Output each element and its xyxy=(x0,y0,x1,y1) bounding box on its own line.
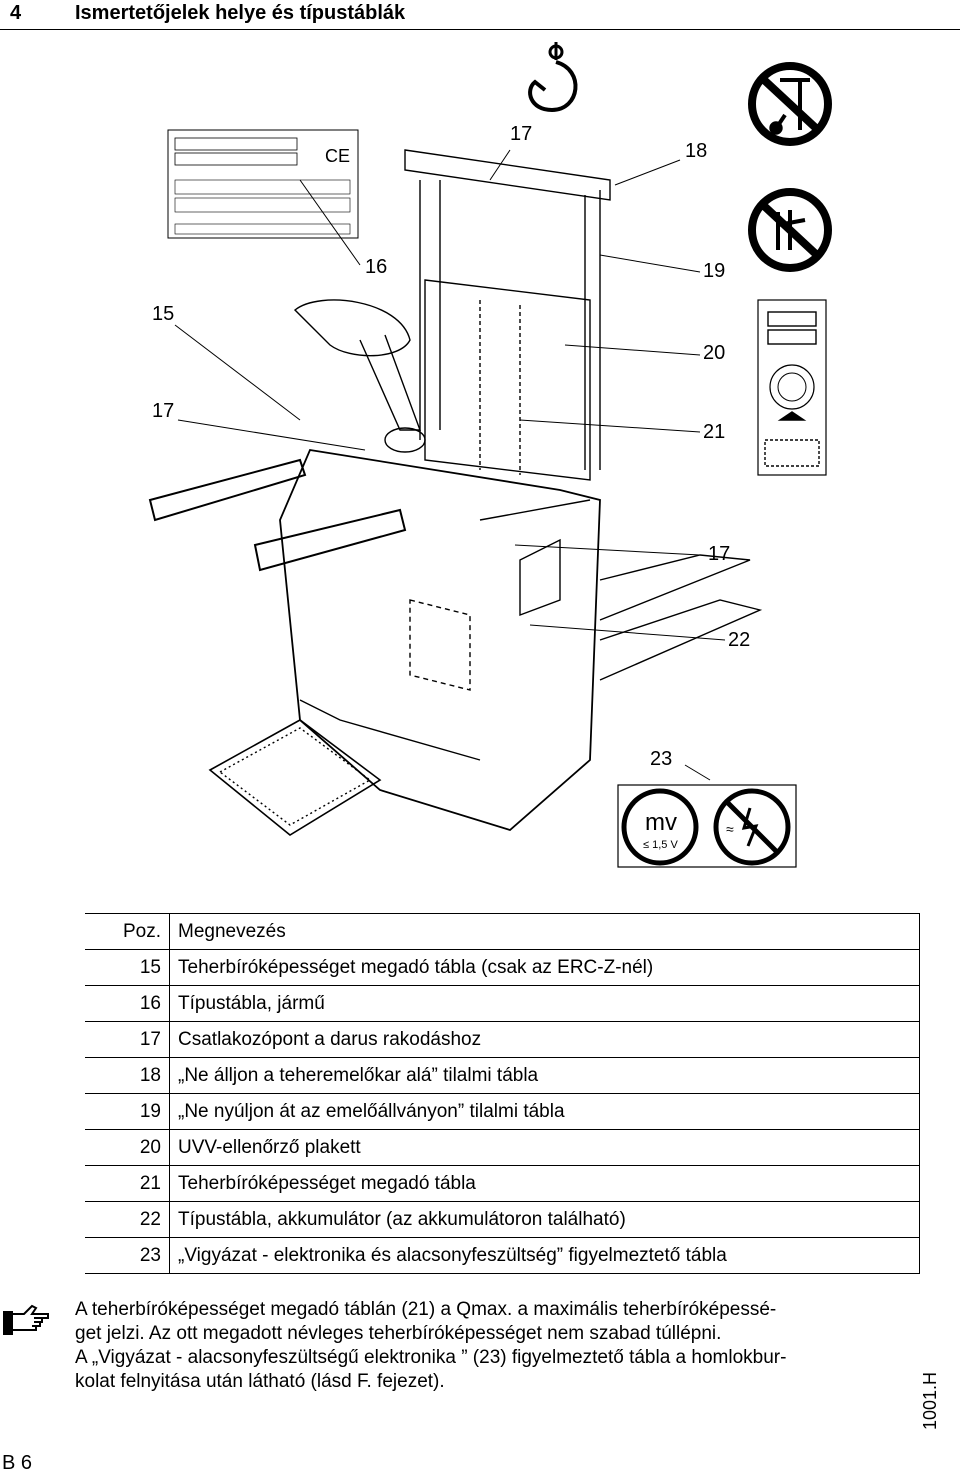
row-name: Típustábla, akkumulátor (az akkumulátoro… xyxy=(169,1201,920,1238)
page-header: 4 Ismertetőjelek helye és típustáblák xyxy=(0,0,960,30)
pointing-hand-icon xyxy=(3,1304,49,1335)
callout-19: 19 xyxy=(703,260,725,282)
note-line: A teherbíróképességet megadó táblán (21)… xyxy=(75,1299,777,1320)
table-row: 18„Ne álljon a teheremelőkar alá” tilalm… xyxy=(85,1057,920,1094)
voltage-label: ≤ 1,5 V xyxy=(643,839,678,851)
uvv-capacity-plates xyxy=(757,299,827,476)
callout-20: 20 xyxy=(703,342,725,364)
row-pos: 23 xyxy=(85,1237,170,1274)
no-standing-under-fork-icon xyxy=(748,62,832,146)
row-name: „Ne álljon a teheremelőkar alá” tilalmi … xyxy=(169,1057,920,1094)
row-name: „Ne nyúljon át az emelőállványon” tilalm… xyxy=(169,1093,920,1130)
row-name: Típustábla, jármű xyxy=(169,985,920,1022)
forks xyxy=(599,554,763,681)
callout-17-left: 17 xyxy=(152,400,174,422)
callout-lines xyxy=(174,149,726,781)
mv-label: mv xyxy=(645,809,677,836)
callout-15: 15 xyxy=(152,303,174,325)
row-pos: 20 xyxy=(85,1129,170,1166)
note-line: get jelzi. Az ott megadott névleges tehe… xyxy=(75,1323,722,1344)
row-pos: 16 xyxy=(85,985,170,1022)
note-line: kolat felnyitása után látható (lásd F. f… xyxy=(75,1371,445,1392)
callout-17-top: 17 xyxy=(510,123,532,145)
truck-body xyxy=(279,449,601,832)
callout-18: 18 xyxy=(685,140,707,162)
note-line: A „Vigyázat - alacsonyfeszültségű elektr… xyxy=(75,1347,787,1368)
callout-23: 23 xyxy=(650,748,672,770)
section-title: Ismertetőjelek helye és típustáblák xyxy=(75,2,406,24)
header-pos: Poz. xyxy=(85,913,170,950)
callout-21: 21 xyxy=(703,421,725,443)
mast xyxy=(404,149,611,481)
vehicle-type-plate: CE xyxy=(167,129,359,239)
truck-diagram: CE xyxy=(148,42,832,868)
row-pos: 17 xyxy=(85,1021,170,1058)
table-row: 19„Ne nyúljon át az emelőállványon” tila… xyxy=(85,1093,920,1130)
crane-hook-icon xyxy=(528,42,578,113)
table-row: 23„Vigyázat - elektronika és alacsonyfes… xyxy=(85,1237,920,1274)
row-name: UVV-ellenőrző plakett xyxy=(169,1129,920,1166)
row-name: Csatlakozópont a darus rakodáshoz xyxy=(169,1021,920,1058)
armrests xyxy=(148,458,407,572)
row-name: „Vigyázat - elektronika és alacsonyfeszü… xyxy=(169,1237,920,1274)
row-name: Teherbíróképességet megadó tábla (csak a… xyxy=(169,949,920,986)
header-rule xyxy=(0,29,960,30)
row-pos: 18 xyxy=(85,1057,170,1094)
section-number: 4 xyxy=(10,2,22,24)
svg-text:CE: CE xyxy=(325,146,350,166)
page-number: B 6 xyxy=(2,1452,33,1474)
callout-17-right: 17 xyxy=(708,543,730,565)
row-name: Teherbíróképességet megadó tábla xyxy=(169,1165,920,1202)
tilde-label: ≈ xyxy=(726,821,734,837)
document-code: 1001.H xyxy=(920,1371,940,1430)
row-pos: 22 xyxy=(85,1201,170,1238)
platform xyxy=(208,719,382,836)
callout-16: 16 xyxy=(365,256,387,278)
row-pos: 15 xyxy=(85,949,170,986)
table-header-row: Poz. Megnevezés xyxy=(85,913,920,950)
warning-label-23 xyxy=(617,784,797,868)
tiller xyxy=(293,299,426,453)
row-pos: 19 xyxy=(85,1093,170,1130)
row-pos: 21 xyxy=(85,1165,170,1202)
note-text: A teherbíróképességet megadó táblán (21)… xyxy=(75,1298,935,1394)
callout-22: 22 xyxy=(728,629,750,651)
no-reaching-through-mast-icon xyxy=(748,188,832,272)
header-name: Megnevezés xyxy=(169,913,920,950)
